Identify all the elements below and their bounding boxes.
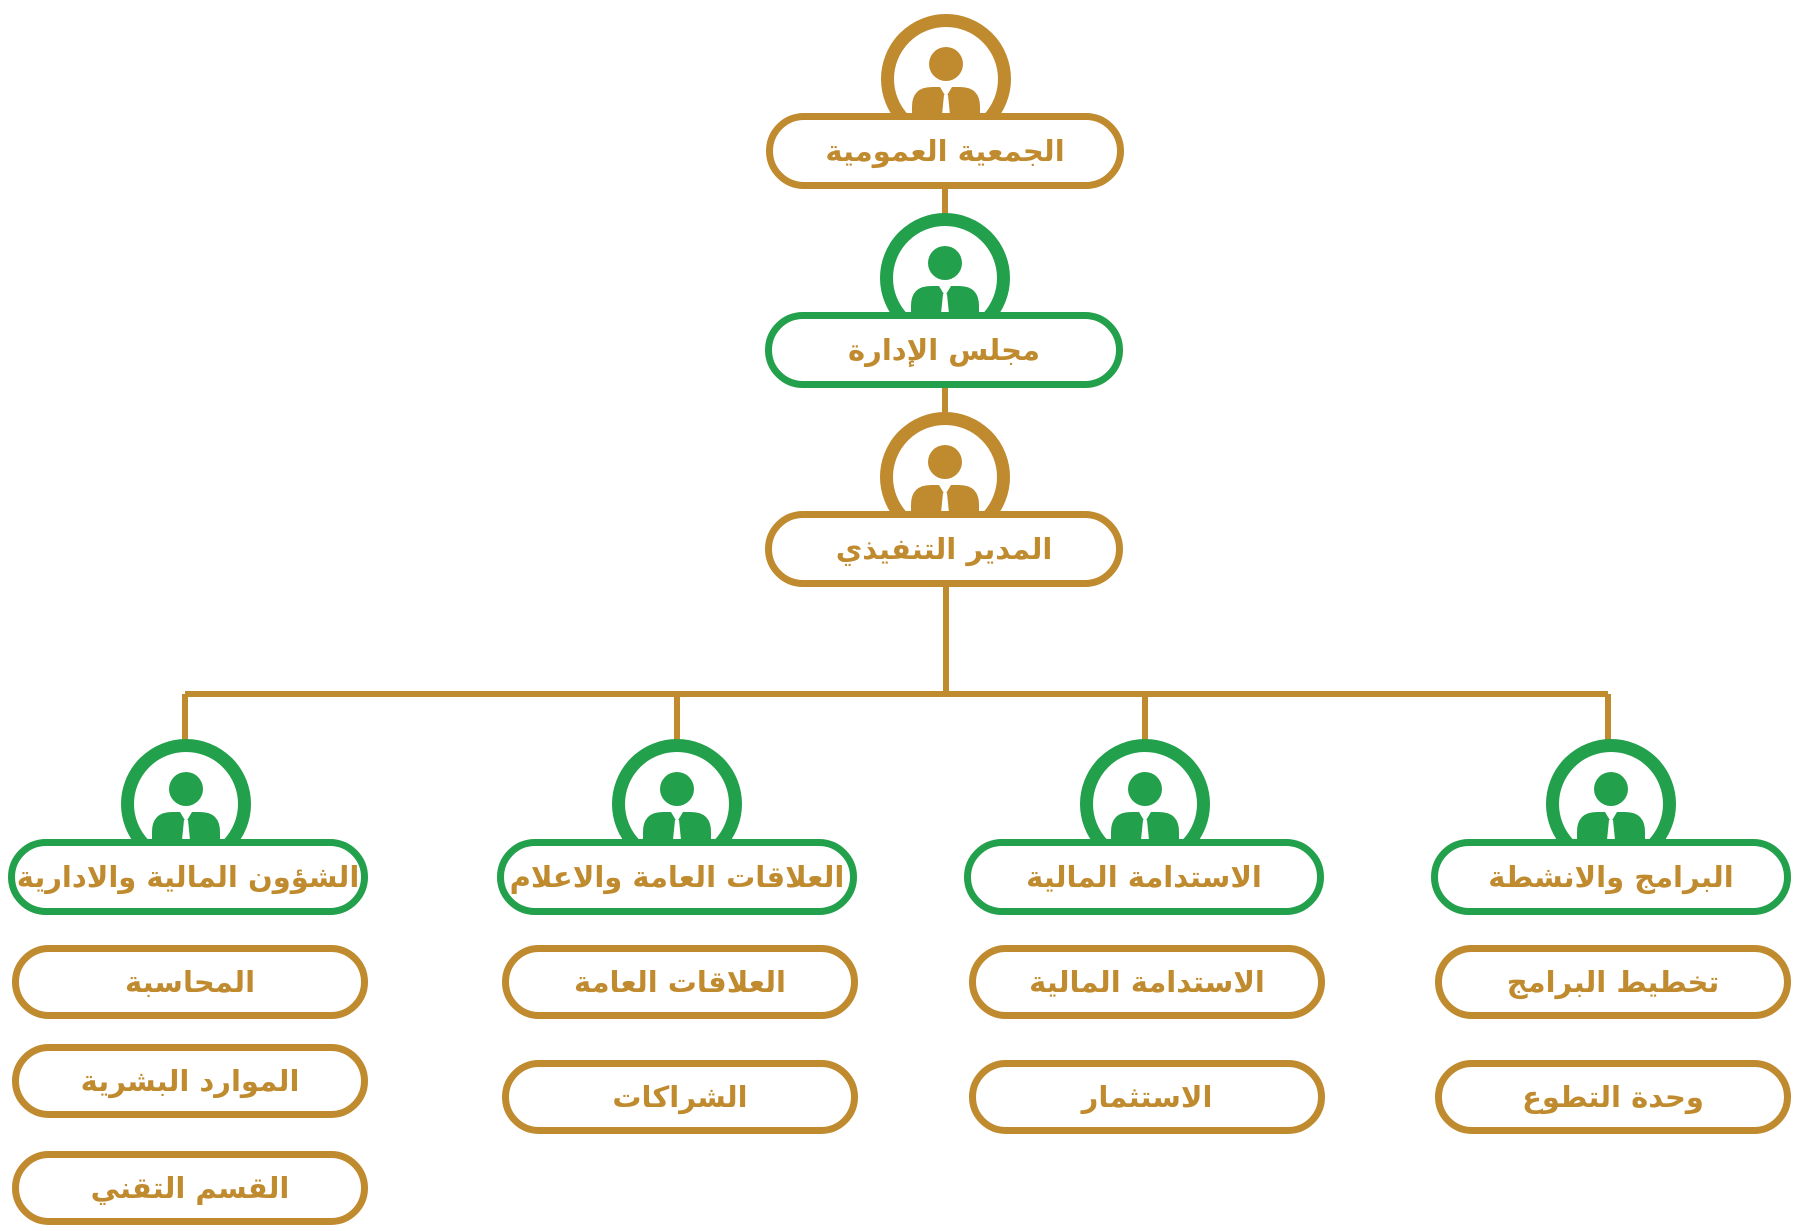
unit-program-planning: تخطيط البرامج (1435, 945, 1791, 1019)
unit-partnerships: الشراكات (502, 1060, 858, 1134)
node-general-assembly: الجمعية العمومية (766, 113, 1124, 189)
node-executive-director: المدير التنفيذي (765, 511, 1123, 587)
unit-investment: الاستثمار (969, 1060, 1325, 1134)
unit-human-resources: الموارد البشرية (12, 1044, 368, 1118)
node-board-of-directors: مجلس الإدارة (765, 312, 1123, 388)
department-finance-admin: الشؤون المالية والادارية (8, 839, 368, 915)
unit-financial-sustainability: الاستدامة المالية (969, 945, 1325, 1019)
unit-public-relations: العلاقات العامة (502, 945, 858, 1019)
department-programs-activities: البرامج والانشطة (1431, 839, 1791, 915)
unit-volunteering: وحدة التطوع (1435, 1060, 1791, 1134)
unit-technical: القسم التقني (12, 1151, 368, 1225)
unit-accounting: المحاسبة (12, 945, 368, 1019)
department-financial-sustainability: الاستدامة المالية (964, 839, 1324, 915)
department-pr-media: العلاقات العامة والاعلام (497, 839, 857, 915)
